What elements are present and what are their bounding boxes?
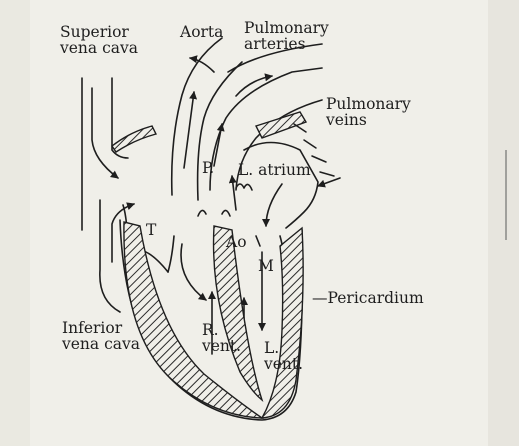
label-left-ventricle: L. vent. — [264, 340, 303, 373]
label-superior-vena-cava: Superior vena cava — [60, 24, 138, 57]
label-inferior-vena-cava: Inferior vena cava — [62, 320, 140, 353]
label-pericardium: —Pericardium — [312, 290, 424, 306]
label-pulmonary-valve: P. — [202, 160, 214, 176]
label-left-atrium: L. atrium — [238, 162, 311, 178]
label-mitral-valve: M — [258, 258, 274, 274]
label-tricuspid-valve: T — [146, 222, 156, 238]
label-pulmonary-arteries: Pulmonary arteries — [244, 20, 329, 53]
label-aortic-valve: Ao — [226, 234, 247, 250]
label-pulmonary-veins: Pulmonary veins — [326, 96, 411, 129]
label-aorta: Aorta — [180, 24, 223, 40]
label-right-ventricle: R. vent. — [202, 322, 241, 355]
